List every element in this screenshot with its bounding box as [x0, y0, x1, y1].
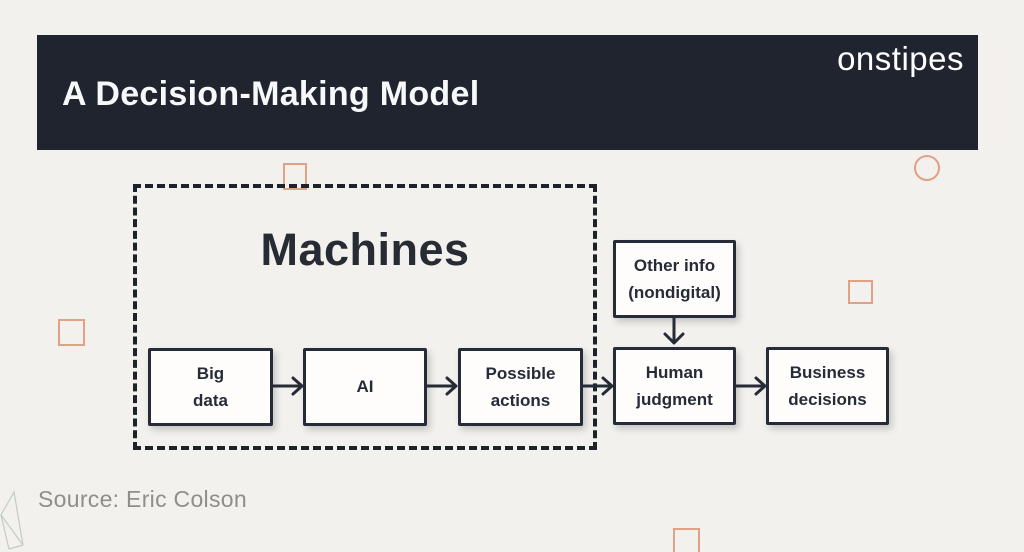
node-label: Business decisions [788, 362, 867, 409]
node-label: Other info (nondigital) [628, 255, 721, 302]
deco-square-bottom [673, 528, 700, 552]
source-attribution: Source: Eric Colson [38, 486, 247, 512]
node-business-decisions: Business decisions [766, 347, 889, 425]
arrow-right-icon [733, 375, 769, 397]
node-label: Possible actions [485, 363, 556, 410]
deco-circle [914, 155, 940, 181]
deco-square-top [283, 163, 307, 190]
node-possible-actions: Possible actions [458, 348, 583, 426]
node-ai: AI [303, 348, 427, 426]
wireframe-triangle-icon [0, 487, 30, 552]
arrow-right-icon [270, 375, 306, 397]
node-big-data: Big data [148, 348, 273, 426]
header-bar: A Decision-Making Model onstipes [37, 35, 978, 150]
node-label: AI [356, 377, 374, 397]
machines-group-box: Machines [133, 184, 597, 450]
machines-group-label: Machines [260, 224, 470, 275]
deco-square-right [848, 280, 873, 304]
arrow-right-icon [424, 375, 460, 397]
arrow-right-icon [580, 375, 616, 397]
brand-logo: onstipes [837, 40, 964, 77]
node-other-info: Other info (nondigital) [613, 240, 736, 318]
node-label: Human judgment [636, 362, 713, 409]
page-title: A Decision-Making Model [62, 75, 480, 113]
node-human-judgment: Human judgment [613, 347, 736, 425]
arrow-down-icon [661, 316, 687, 347]
node-label: Big data [193, 363, 228, 410]
deco-square-left [58, 319, 85, 346]
